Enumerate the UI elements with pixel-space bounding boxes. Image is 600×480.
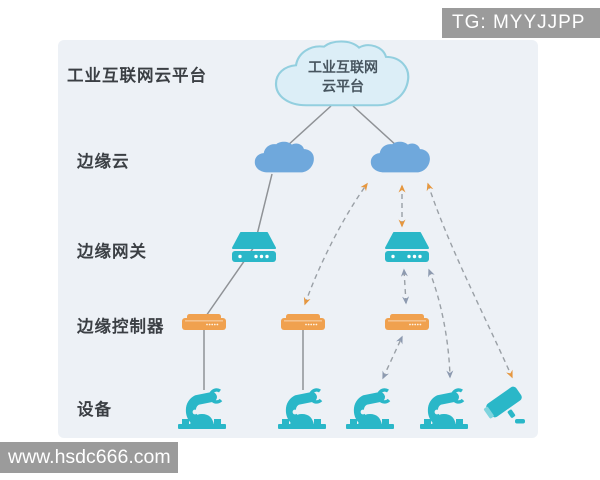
link-controller2-cloud2 [303, 182, 368, 306]
link-cloud2-camera [426, 182, 513, 379]
edge-cloud-left [254, 141, 314, 173]
gateway-top [232, 232, 276, 249]
gateway-leds [238, 254, 269, 259]
robot-arm-3 [346, 388, 394, 429]
edge-cloud-right [370, 141, 430, 173]
gateway-top [385, 232, 429, 249]
gateway-leds [391, 254, 422, 259]
edge-gateway-1 [232, 232, 276, 262]
watermark-bottom-left: www.hsdc666.com [0, 442, 178, 473]
platform-cloud-label-line2: 云平台 [322, 78, 364, 94]
robot-arm-1 [178, 388, 226, 429]
watermark-top-right: TG: MYYJJPP [442, 8, 600, 38]
dashed-links [303, 182, 513, 380]
link-robot3-controller3 [382, 335, 403, 380]
gateway-base [232, 251, 276, 262]
robot-arm-4 [420, 388, 468, 429]
layer-label-edge-gateway: 边缘网关 [77, 243, 147, 261]
layer-label-edge-controller: 边缘控制器 [77, 318, 165, 336]
edge-gateway-2 [385, 232, 429, 262]
edge-controller-2 [281, 314, 325, 330]
platform-cloud-label-line1: 工业互联网 [308, 59, 378, 75]
gateway-base [385, 251, 429, 262]
link-platform-to-edgecloud-left [286, 105, 332, 147]
edge-controller-1 [182, 314, 226, 330]
camera [483, 386, 525, 424]
layer-label-edge-cloud: 边缘云 [77, 153, 130, 171]
link-platform-to-edgecloud-right [352, 105, 398, 147]
edge-controller-3 [385, 314, 429, 330]
platform-cloud-label: 工业互联网 云平台 [288, 58, 398, 96]
layer-label-device: 设备 [77, 401, 112, 419]
link-gateway2-robot4 [428, 268, 454, 379]
robot-arm-2 [278, 388, 326, 429]
layer-label-cloud-platform: 工业互联网云平台 [67, 67, 207, 85]
link-controller3-gateway2 [400, 268, 410, 305]
